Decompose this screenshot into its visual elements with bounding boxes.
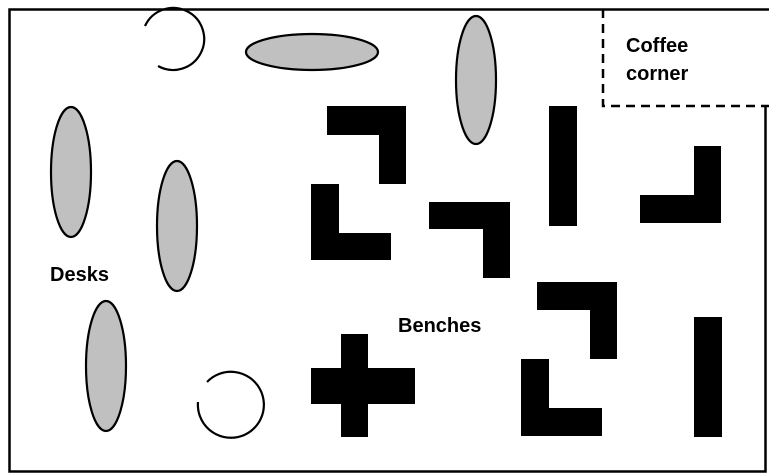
coffee-corner-boundary [601,9,769,108]
open-circle-bottom [196,370,265,439]
open-circle-top [144,6,206,71]
bench-l-bottom [521,359,602,436]
bench-l-mid-left [311,184,391,260]
bench-l-lower-right [537,282,617,359]
desk-left-middle [155,159,199,293]
coffee-corner-label-line1: Coffee [626,35,688,57]
desk-left-lower [84,299,128,433]
desk-horizontal [244,32,380,72]
bench-bar-right [694,317,722,437]
bench-bar-center [549,106,577,226]
coffee-corner-label-line2: corner [626,63,688,85]
bench-l-center [429,202,510,278]
benches-label: Benches [398,315,481,337]
room-border [8,8,767,473]
bench-l-top-left [327,106,406,184]
coffee-corner-mask [603,6,769,107]
bench-cross [311,334,415,437]
desks-label: Desks [50,264,109,286]
desk-left-upper [49,105,93,239]
bench-l-right [640,146,721,223]
desk-top-center [454,14,498,146]
